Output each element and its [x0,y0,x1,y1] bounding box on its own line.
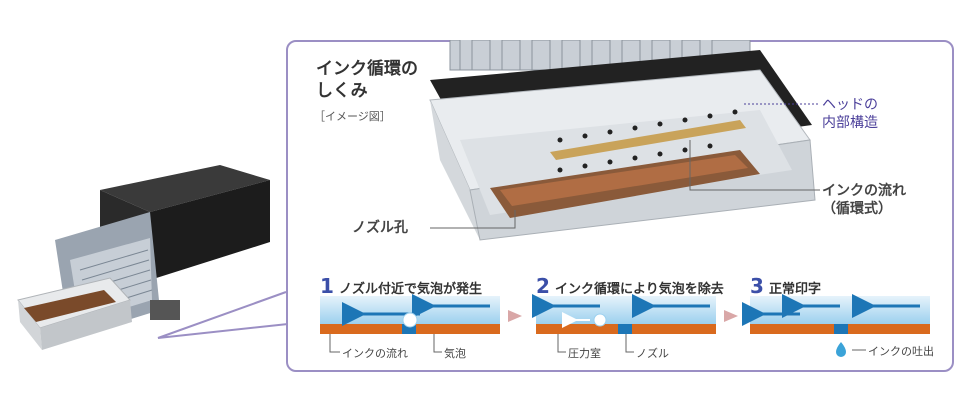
step-2-callout-pressure-chamber: 圧力室 [568,347,601,360]
callout-connector [157,291,289,339]
title-line-2: しくみ [316,81,368,101]
step-1-diagram [320,294,500,353]
ink-flow-label-line-2: （循環式） [822,201,892,217]
head-internal-label: ヘッドの 内部構造 [822,96,878,132]
step-2-text: インク循環により気泡を除去 [555,282,724,297]
panel-title: インク循環の しくみ [316,58,418,102]
step-1-header: 1 ノズル付近で気泡が発生 [320,274,482,298]
step-1-text: ノズル付近で気泡が発生 [339,282,483,297]
print-head-module-illustration [17,165,270,350]
step-diagrams [320,294,930,357]
step-1-callout-ink-flow: インクの流れ [342,347,408,360]
step-1-callout-bubble: 気泡 [444,347,466,360]
step-2-number: 2 [536,274,550,298]
step-3-number: 3 [750,274,764,298]
nozzle-hole-label: ノズル孔 [352,220,408,236]
image-note: ［イメージ図］ [314,110,391,123]
step-3-text: 正常印字 [769,282,822,297]
step-3-header: 3 正常印字 [750,274,821,298]
step-2-header: 2 インク循環により気泡を除去 [536,274,724,298]
step-2-diagram [532,294,716,353]
ink-flow-label-line-1: インクの流れ [822,183,906,199]
head-internal-label-line-1: ヘッドの [822,97,878,113]
head-internal-label-line-2: 内部構造 [822,115,878,131]
ink-flow-label: インクの流れ （循環式） [822,182,906,218]
step-3-callout-ink-ejection: インクの吐出 [868,345,934,358]
step-2-callout-nozzle: ノズル [636,347,669,360]
head-internal-structure-illustration [429,40,820,241]
step-1-number: 1 [320,274,334,298]
title-line-1: インク循環の [316,59,418,79]
step-3-diagram [742,294,930,357]
